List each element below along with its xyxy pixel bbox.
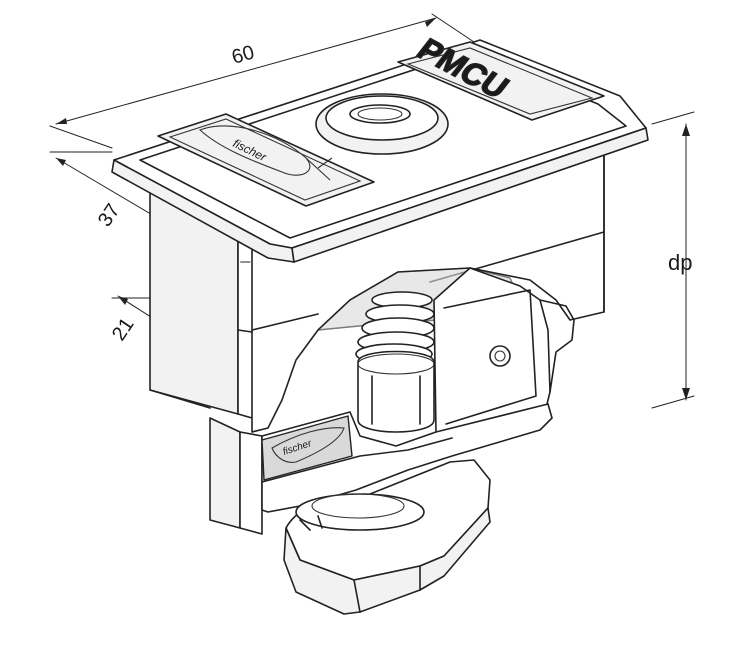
clamp-jaw-right — [433, 267, 575, 437]
dimension-width: 60 — [49, 13, 481, 149]
fish-logo-icon — [198, 125, 311, 176]
fish-logo-side-icon — [271, 427, 345, 463]
center-round-boss — [315, 93, 449, 155]
dimension-depth-bottom-label: 21 — [108, 314, 139, 345]
rivet-hole-icon — [489, 345, 511, 367]
dimension-height: dp — [651, 111, 695, 409]
clamp-foot — [283, 459, 491, 615]
dimension-width-label: 60 — [229, 42, 256, 69]
logo-pad-top: fischer — [157, 113, 375, 207]
dimension-depth-top-label: 37 — [94, 200, 125, 231]
lower-frame: fischer — [209, 403, 553, 535]
dimension-height-label: dp — [668, 250, 692, 275]
housing — [149, 151, 605, 433]
